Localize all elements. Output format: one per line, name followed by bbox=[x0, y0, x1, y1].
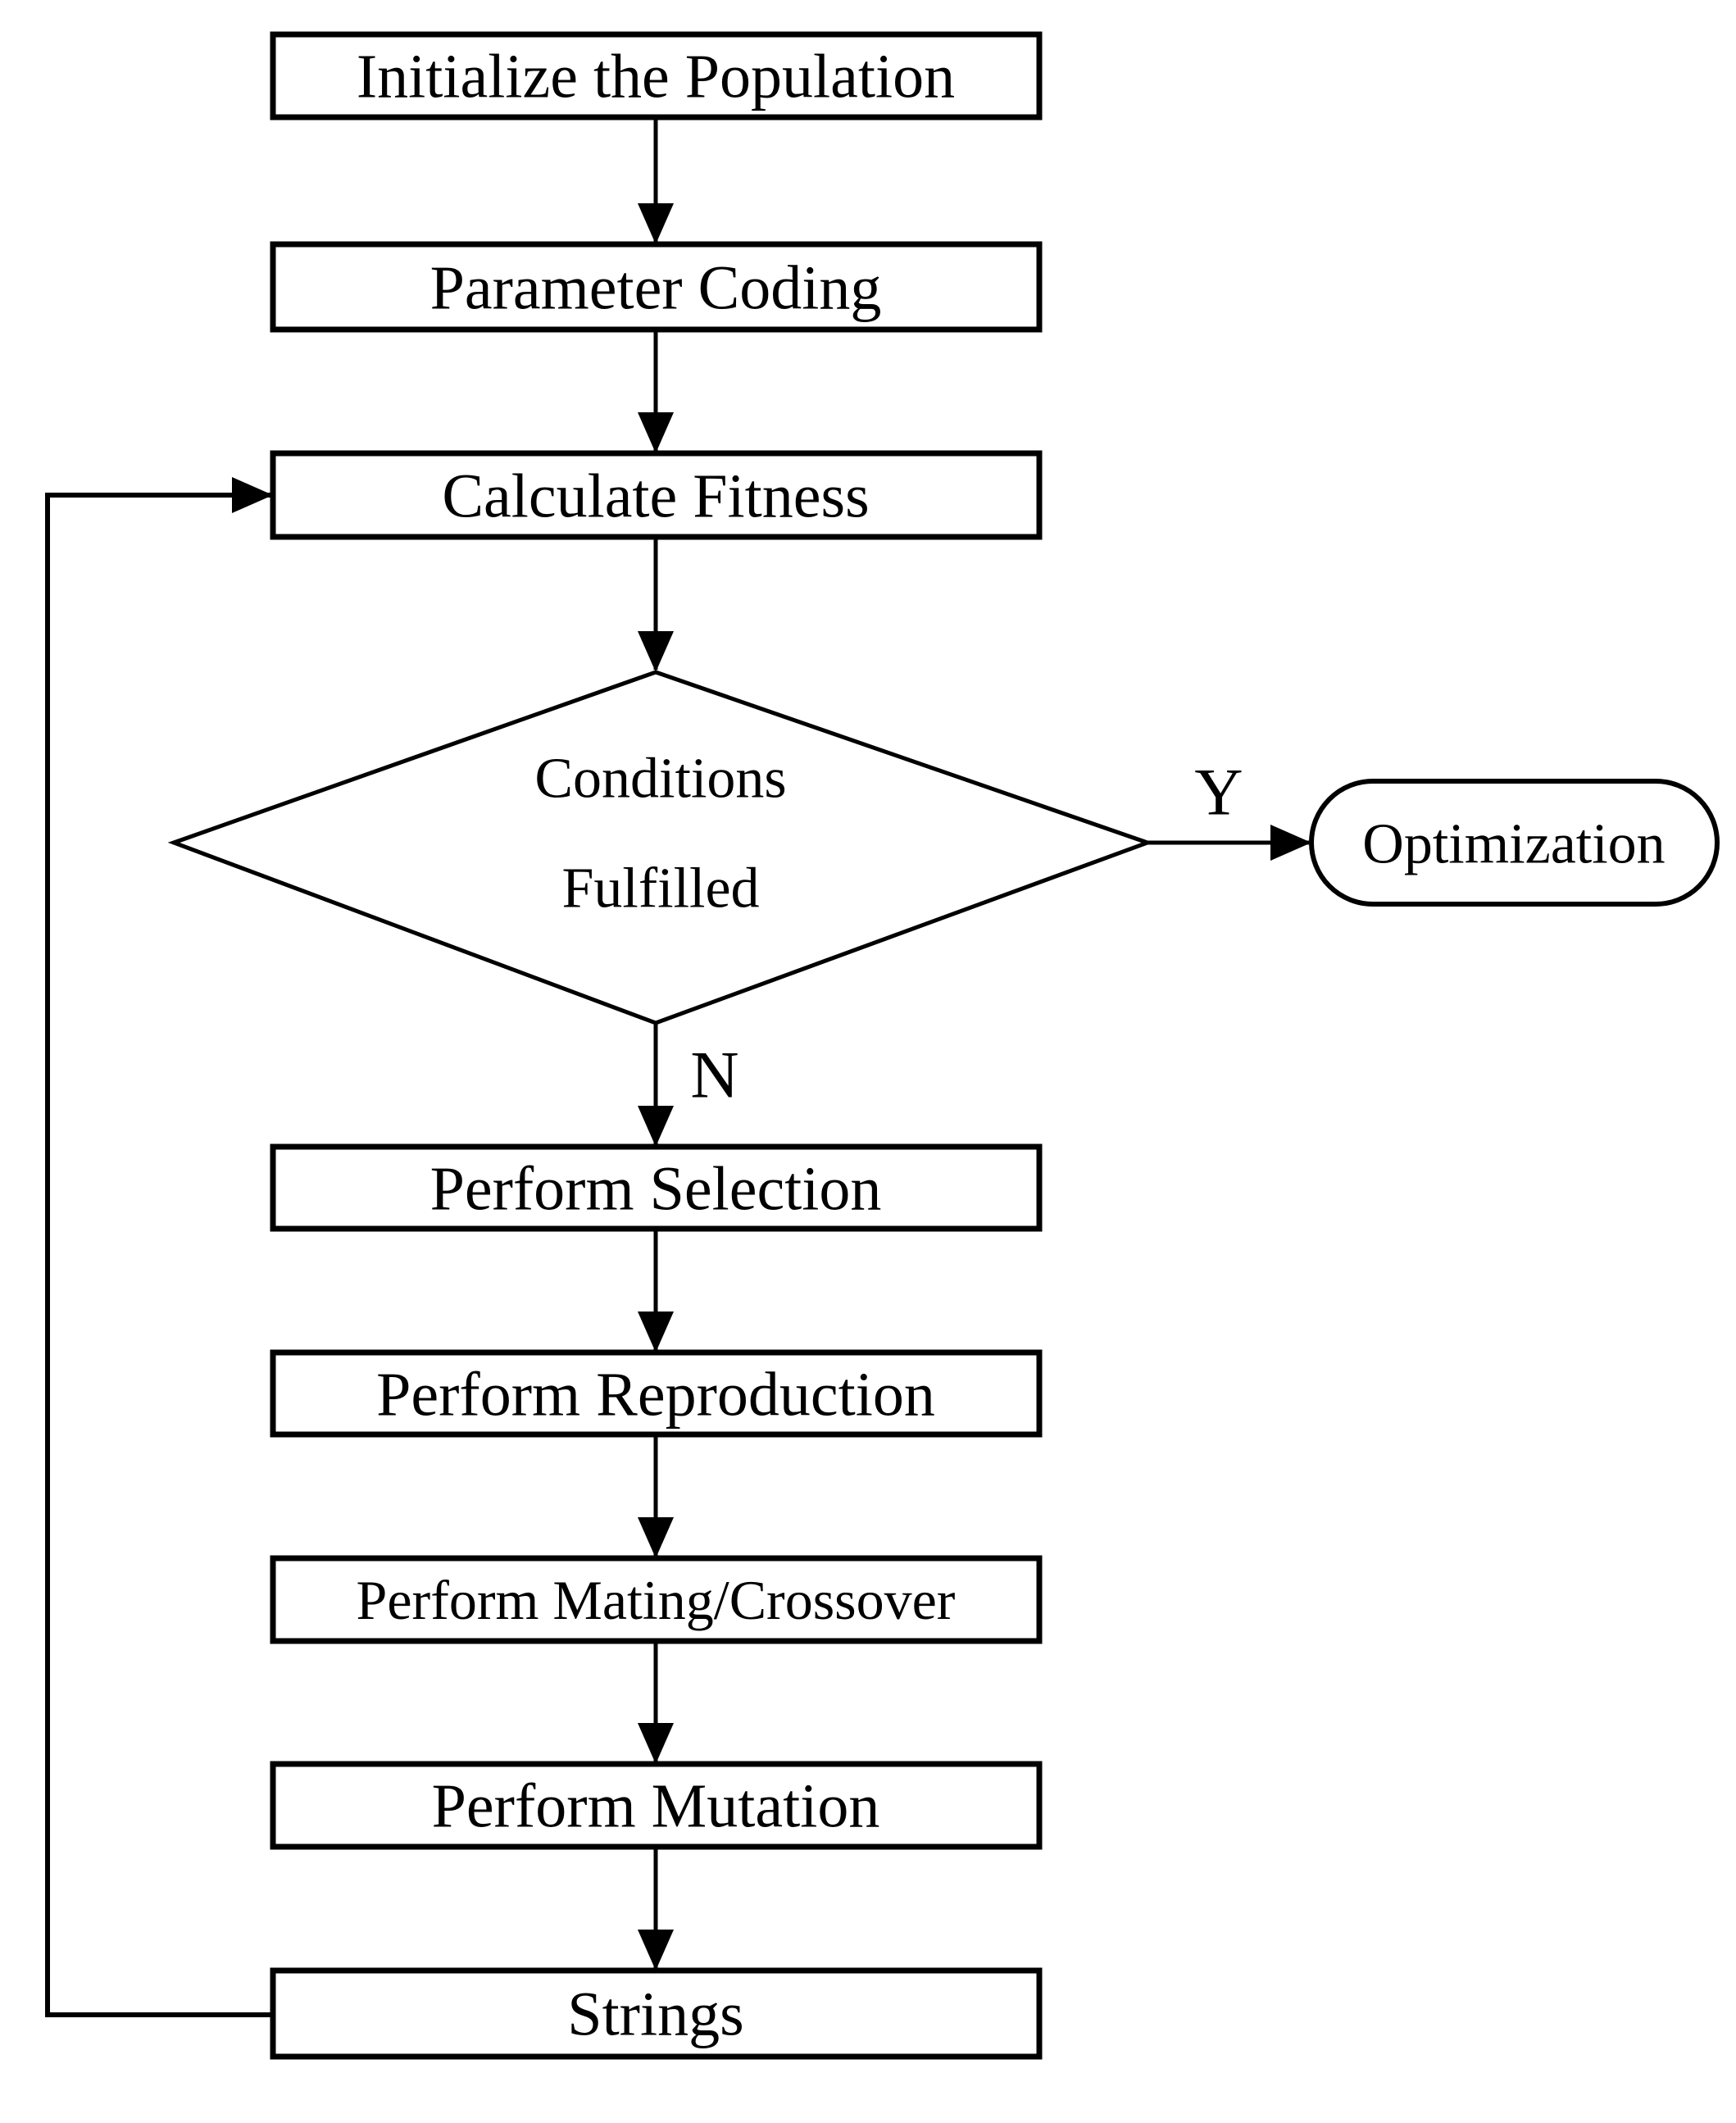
perform-selection-label: Perform Selection bbox=[430, 1155, 882, 1224]
edge-strings-to-fitness-feedback bbox=[45, 477, 273, 2017]
node-conditions-fulfilled: Conditions Fulfilled bbox=[167, 670, 1154, 1025]
calculate-fitness-label: Calculate Fitness bbox=[442, 462, 869, 531]
parameter-coding-label: Parameter Coding bbox=[430, 254, 882, 323]
perform-mutation-box bbox=[270, 1761, 1043, 1850]
strings-box bbox=[270, 1967, 1043, 2060]
perform-selection-box bbox=[270, 1143, 1043, 1232]
node-calculate-fitness: Calculate Fitness bbox=[270, 450, 1043, 540]
node-perform-mating-crossover: Perform Mating/Crossover bbox=[270, 1555, 1043, 1644]
strings-label: Strings bbox=[567, 1980, 743, 2049]
initialize-population-label: Initialize the Population bbox=[357, 43, 955, 111]
conditions-fulfilled-label-line1: Conditions bbox=[534, 748, 786, 811]
optimization-label: Optimization bbox=[1362, 813, 1665, 876]
initialize-population-box bbox=[270, 31, 1043, 120]
optimization-stadium bbox=[1309, 779, 1720, 907]
node-perform-mutation: Perform Mutation bbox=[270, 1761, 1043, 1850]
node-perform-selection: Perform Selection bbox=[270, 1143, 1043, 1232]
perform-mating-crossover-label: Perform Mating/Crossover bbox=[357, 1569, 956, 1631]
node-perform-reproduction: Perform Reproduction bbox=[270, 1349, 1043, 1438]
conditions-fulfilled-label-line2: Fulfilled bbox=[561, 857, 759, 921]
perform-mutation-label: Perform Mutation bbox=[432, 1772, 880, 1841]
perform-reproduction-box bbox=[270, 1349, 1043, 1438]
node-initialize-population: Initialize the Population bbox=[270, 31, 1043, 120]
perform-reproduction-label: Perform Reproduction bbox=[376, 1361, 935, 1430]
perform-mating-crossover-box bbox=[270, 1555, 1043, 1644]
parameter-coding-box bbox=[270, 241, 1043, 333]
edge-label-no: N bbox=[690, 1038, 738, 1112]
node-parameter-coding: Parameter Coding bbox=[270, 241, 1043, 333]
node-strings: Strings bbox=[270, 1967, 1043, 2060]
node-optimization: Optimization bbox=[1309, 779, 1720, 907]
conditions-fulfilled-diamond bbox=[167, 670, 1154, 1025]
calculate-fitness-box bbox=[270, 450, 1043, 540]
edge-label-yes: Y bbox=[1194, 755, 1243, 830]
